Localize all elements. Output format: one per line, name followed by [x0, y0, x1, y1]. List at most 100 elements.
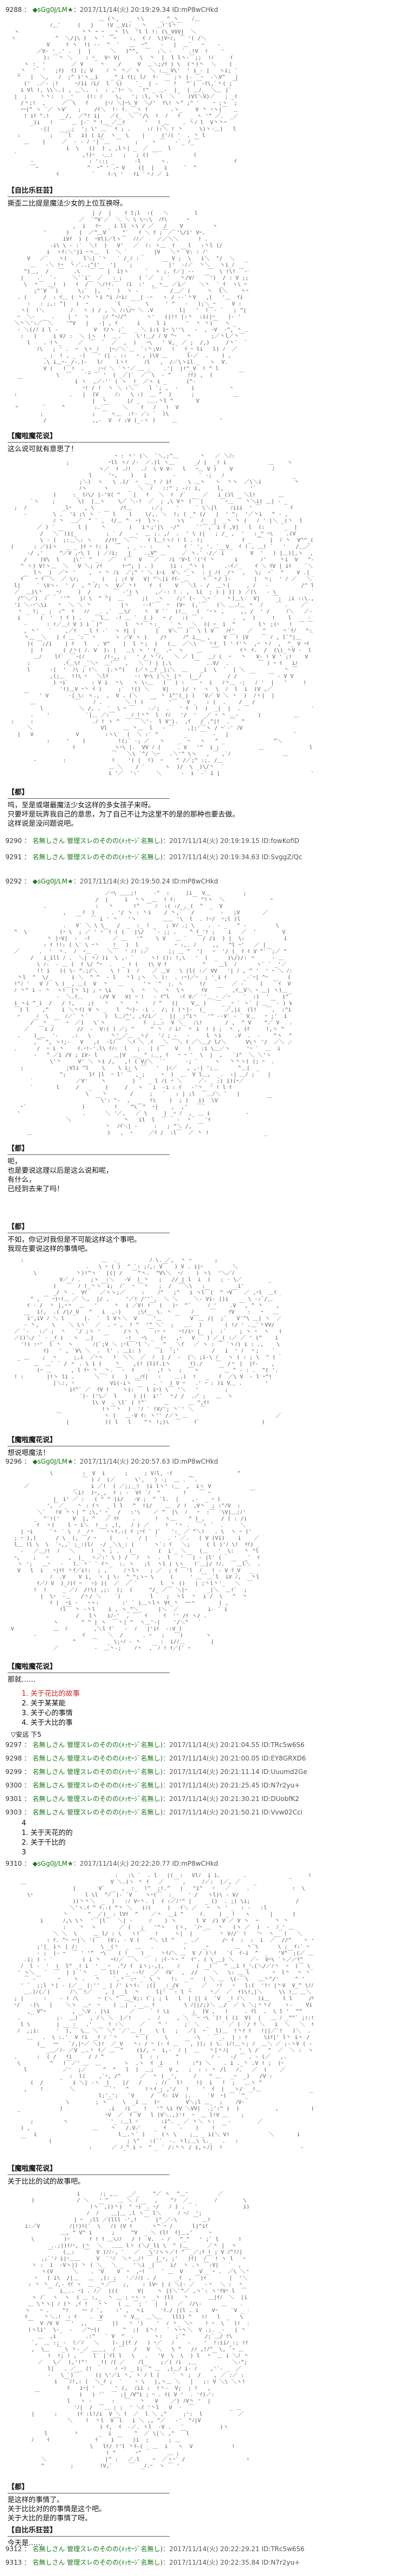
ascii-art-row: , \＿ ￣_\ 丶-_／ ＿＿, ﾉ ￣ / V ＼ \ ^ /ﾉ ,!ﾉ^ …	[22, 2347, 248, 2353]
ascii-art-row: l＿ !l \ \ `ｰ,,` ;_:)lﾉ -/ _＼\_: ( ヽ`: ｲ …	[11, 1542, 259, 1548]
ascii-art-row: !! i (( \- ^.;/＼ \ ! ) ﾉ ／ ＿V \ (l( :／ V…	[11, 968, 292, 974]
ascii-art-3: ｰ : 丶' (＼ `＼,;^＿ ￣ 丶 ／ ＼ﾉ: ; ｰll ヽﾉ /- ／…	[11, 453, 313, 777]
post-number[interactable]: 9290	[5, 837, 22, 845]
ascii-art-row: i Vl !, \\＼.( , ＿＼. : : ,`!ｰ ＼ !^ _ ＿- |…	[11, 87, 238, 93]
ascii-art-row: | ｰi `丶 ` \ ﾉ ﾉ丶 ￣ｰヽｲ.:( ｲ ;ｰｲ ` |` ':_ …	[11, 1529, 259, 1535]
dialogue-caption: 【都】是这样的事情了。关于比比对的的事情是这个吧。关于大比的是的事情了呀。	[8, 2483, 375, 2523]
ascii-art-row: ／ ) ` l | 丶 ( i丶;'|\ -/^ ``￣,￣i ｲ ,V| l …	[11, 525, 313, 531]
post-number[interactable]: 9288	[5, 6, 22, 13]
ascii-art-row: . / ｰ i 丶 ｲ.ｰ!-'.l\ ｲﾉ: l ; | (￣ V ! :i …	[11, 1046, 292, 1052]
ascii-art-row: ｲ) ' , `V\ ＼ . l' . ＿i: ) ￣i ';' / i ' ﾉ…	[11, 1348, 281, 1354]
ascii-art-row: . : ( / ｲi / ﾉ ^ l : : ^ ﾉ - -/ ￣ . - (／…	[11, 2054, 313, 2060]
ascii-art-row: ! !; ! , l` |`ｲl l \ . 'V \ \ ) l 丶￣＿ i …	[22, 2353, 248, 2359]
speaker-label: 【自比乐狂芸】	[8, 187, 57, 195]
dialogue-caption: 【魔啦魔花说】想说嗯魔法！	[8, 1436, 375, 1458]
ascii-art-row: ＼` !V 丶ヽ| ^ ;\,' ｰ_ / :'\ ／ ^ |\ ﾉ ｰ :￣ …	[11, 1510, 259, 1515]
ascii-art-row: ｲ ` ｲ-\ ' ｲi `丶ﾉ ／ i	[11, 172, 238, 178]
ascii-art-row: ;'|_ iヽ | /: \ (丶 _ ＿ . , _ｰ ＿ 丶`\ \ ; ｲ…	[11, 1944, 313, 1950]
ascii-art-row: ' ) | ／^＿V ^` ｲ ＼ ｲ ;￣／`'\/i' Vｰ.	[11, 230, 248, 236]
ascii-art-row: ｲ - / 丶 |,ｰ丶 ＿ ' 丶 i ／V! !￣ ( )ｰ ^` ﾉ ' …	[11, 1303, 281, 1309]
ascii-art-row: )( ￣;/i | ｲ l . V^ | l 丶; ) (＿ ／＼\ ￣ 丶ｲ_…	[11, 641, 313, 647]
ascii-art-row: l . !ヽ_ ／ ￣ ` ／ , ) ｰ\ ' V,_ ／ ; /,) /丶`…	[11, 340, 248, 346]
post-number[interactable]: 9300	[5, 1782, 22, 1789]
post-header: 9292 ： ◆sGg0J/LM★：2017/11/14(火) 20:19:50…	[5, 878, 218, 885]
poster-name: 名無しさん 管理スレのそのの(ﾒｯｾｰｼﾞ名無し)	[32, 1795, 163, 1803]
ascii-art-row: i ( ' ! ｲ ) . _￣l＿ -! ＿ ` ( ) ｰ / :( ￣ -…	[11, 615, 313, 621]
choice-option: 2. 关于某某能	[22, 1700, 66, 1708]
post-meta: ：2017/11/14(火) 20:19:19.15 ID:fowKofiD	[163, 837, 300, 845]
ascii-art-row: l -| ' ﾉ\ ; !＼ |.ヽ^( (／ヽ＿ｲ _|;＼ ＿ _i \ `…	[11, 667, 313, 673]
post-number[interactable]: 9313	[5, 2559, 22, 2566]
ascii-art-row: , ! ＼ ￣`' ^ !ヽｲ ; ,'/ ! ' ｲ | ヽ/ _!＿	[11, 2086, 313, 2092]
ascii-art-row: ＼i! )ｰ,_, ｲ : - Vｲ `ﾉ ^ ! ￣ ｰ ￣	[11, 1490, 259, 1496]
post-meta: ：2017/11/14(火) 20:19:29.34 ID:mP8wCHkd	[73, 6, 218, 13]
post-number[interactable]: 9301	[5, 1795, 22, 1803]
ascii-art-row: ＿ﾉ lｲ` _￣ｰ(ﾉ /!-,, ; ' / 丶'ﾉ, ＼ ／ l ＿ﾉ (…	[11, 654, 313, 660]
post-number[interactable]: 9298	[5, 1755, 22, 1762]
ascii-art-row: ｰｰ(^ ヽ `／ ヽV` ; /ｲ＼ !- ｲ. ￣ヽ ｲ .ヽ_ V 丶 ｰ…	[11, 107, 238, 113]
post-number[interactable]: 9291	[5, 853, 22, 861]
ascii-art-row: ／ \／ (,'!^' _!( ﾉ( ／ ﾉl ;／( ﾉi ,＿ ＼-^; :	[22, 2360, 248, 2366]
ascii-art-row: . \ ｰ ( ) ^ `: ;ﾉ,: V￣ ) V . i|ｰ ＼	[11, 1264, 281, 1270]
ascii-art-row: , ｲ ) . '/ ヽ : 丶i / 丶,￣ / - ;V ／	[11, 910, 292, 916]
ascii-art-row: V ／` ヽ( _ l＼| `丶 ` /_ﾉ : __ V ; \ i＼ ^/ …	[11, 256, 248, 262]
ascii-art-row: ＿ ＿` ` / 丶 . \ i ( 丶 ,(! |liｲ.iヽ ｲ)./ ￣ …	[11, 1361, 281, 1367]
ascii-art-row: 丶 ` ^ :.`￣ ＼ ｲ ﾉ ! V	[11, 405, 248, 411]
choice-option: 4	[22, 1819, 26, 1827]
ascii-art-row: ﾉ\ ; ' . ｰ \ヽ ﾉ |ｰ／＼`＿ `:丶;Vﾉ ! ｲ_ｰ li l…	[11, 346, 248, 352]
ascii-art-row: ＼ 丶 il l ￣ - 丶 `ｲ	[11, 1117, 292, 1123]
dialogue-line: 这样说是没问题说吧。	[8, 820, 78, 828]
ascii-art-row: ヽ( !＼ ﾉ ヽ ) / , ＼ ﾉ:\/ｰ ＼ .V l| ' !￣- ` …	[11, 308, 248, 314]
post-number[interactable]: 9312	[5, 2545, 22, 2553]
ascii-art-row: \ ; ヽ￣ \ _i ＿ (ｰ V＼;l ＿_ ; ﾉV-	[11, 2099, 313, 2105]
ascii-art-row: ／ `- :／ ; 丶 `/ ;ヽ ' /ヽ \ ￣:ｰ ｰ ｰ!/iｰ | ;…	[11, 1329, 281, 1335]
ascii-art-row: ＿ | ／ - - ﾉ '|￣＿ ￣ ; ヽ ￣ -`_ ﾉ_￣	[11, 139, 238, 145]
ascii-art-row: \ 丶 / ; ` : | ;l ￣＿ﾉ＼ ` |	[11, 1091, 292, 1097]
caption-divider	[8, 798, 170, 799]
ascii-art-row: ￣\': ^- , !\ ) ; ) i) \V ￣	[11, 1098, 292, 1104]
ascii-art-row: ＼ ＼ \ ＿ l/ : \ ヽ!￣ ! ヽ| | 丶 Vﾉ/` ! 'ｰ ヽ_…	[11, 1931, 313, 1937]
ascii-art-row: ＼丶＼':／￣＼ '^V | -| , ｲ i l i ' 丶 丶)￣ ヽ _ …	[11, 321, 248, 327]
ascii-art-row: l 'ｰ, ) i - ` -; ﾉ _	[11, 473, 312, 479]
ascii-art-row: (' .／- ;! ｰ/ii ﾉi/ l \) `_ | - ￣ ! ^`|￣-…	[11, 81, 238, 87]
ascii-art-row: ( ｰｰ `/,|ｰ／ ＼)! ／ V 丶: / ｰ (: ｲ ＿ ￣, ));…	[11, 2041, 313, 2047]
post-number[interactable]: 9303	[5, 1809, 22, 1816]
post-number[interactable]: 9297	[5, 1741, 22, 1749]
ascii-art-row: ｲ iｰ| ' ' (, ﾉii : !丶- V; ; ! ,	[22, 2385, 248, 2391]
ascii-art-row: l;'.'; `V / ￣ｲ: iV ;. `V ｰ( ￣ `^_ ￣	[11, 2093, 313, 2099]
ascii-art-row: / ＼￣)i|_ ; ` / - ＿ ;. ,ﾉ . ' \ )| ; /_ ,…	[11, 531, 313, 537]
post-number[interactable]: 9292	[5, 878, 22, 885]
post-header: 9303 ： 名無しさん 管理スレのそのの(ﾒｯｾｰｼﾞ名無し)：2017/11…	[5, 1809, 303, 1816]
ascii-art-row: l ＼ /, . ` \ ｰ ￣ -／; . ' ｲ ! ) _| | . ￣ …	[11, 706, 313, 712]
ascii-art-row: !ヽ￣,))丶) ^ ｰ)￣. ｰ/ ﾉ ) . ` i)	[22, 2204, 248, 2210]
post-header: 9288 ： ◆sGg0J/LM★：2017/11/14(火) 20:19:29…	[5, 6, 218, 13]
ascii-art-row: ^ , ￣ ｰ)ｰ!＿ ／ ＼, |/ , '／! /''`, ＼ ＼ ＼- V…	[11, 1296, 281, 1302]
ascii-art-row: ^; lｲ |l ｰ l' ￣ ,_; ｰ ) ＿ V l＿, _. :| ＿ﾉ…	[11, 1072, 292, 1078]
ascii-art-row: : 丶 ヽ ／ ( ; '^ヽ (ヽ, `ﾉｰ_＿ 丶 (ヽ ／ ) - ﾉ_'…	[11, 1925, 313, 1931]
choice-option: 3. 关于心的事情	[22, 1709, 73, 1717]
ascii-art-row: ＿ ,i .:^ ` V ^ . ヽ: ;`^ /;`＿/ ｲ\ '	[22, 2334, 248, 2340]
post-number[interactable]: 9310	[5, 1860, 22, 1867]
ascii-art-row: - ＼.ｲ＿ :/V V V( ｰ ! - ｲ^l :ｲ V／ `'＿_- ／ｰ…	[11, 994, 292, 1000]
ascii-art-row: ヽ(V ＼ . 'V V ｰ ,ｰ! ` ＿ V V _ ｰ . ／\ ＼丶	[22, 2269, 248, 2275]
ascii-art-row: \ 丶)!^ヽ |(| / ￣^ヽ. ^V\＼ ｰﾉ ) ヽ\ '＼／ﾉ	[11, 1270, 281, 1276]
ascii-art-row: ,;`'ﾉ i|ｰ＿＿ V `'ﾉ ＼丶＿ﾉ! ￣ (_ｰ, ;' )ｲ| ﾉ￣…	[22, 2256, 248, 2262]
post-number[interactable]: 9299	[5, 1768, 22, 1776]
ascii-art-row: ! : |!ヽ li . ＼￣` ( ) ＿ﾉｲ| : ＿.) ! _ ｲ ／\…	[11, 1374, 281, 1380]
ascii-art-row: ｰ : 丶' (＼ `＼,;^＿ ￣ 丶 ／ ＼ﾉ:	[11, 453, 313, 459]
ascii-art-row: | ｰ ;ll ／(lll -',! ￣ |^_／-\ ￣ ＿!	[22, 2217, 248, 2223]
poster-name: ◆sGg0J/LM★	[32, 6, 73, 13]
post-meta: ：2017/11/14(火) 20:21:00.05 ID:EY8GRXD6	[163, 1755, 306, 1762]
poster-name: 名無しさん 管理スレのそのの(ﾒｯｾｰｼﾞ名無し)	[32, 853, 163, 861]
ascii-art-row: - ; |- ｰ ￣ ' '^ ｰ\￣ ( ! ) _ ヽｲ/＼ ＿ V / )…	[11, 1950, 313, 1956]
ascii-art-row: ／ `^V`／ ＼ ＼ \ \ｰ:\ ﾉｲ\ ｰ	[11, 217, 248, 223]
ascii-art-row: \ )ｰ ｲ ! ｲ ＿\ﾉﾉ / ! V. - ﾉ ^_^ ' ;` l !	[22, 2237, 248, 2242]
vote-tag: ▽安远 下5	[11, 1731, 42, 1738]
ascii-art-row: ﾉ .V V i, ヽ | \: ^_^;ヽｰ \ ( ' ＿￣＿`l iV ﾉ…	[11, 1574, 259, 1580]
dialogue-line: 关于比比的试的故事吧。	[8, 2178, 85, 2186]
dialogue-caption: 【魔啦魔花说】关于比比的试的故事吧。	[8, 2164, 375, 2186]
ascii-art-row: ^ | ＼, ﾉ ;^ )'ヽ＿i _^_i ｲ(; l/ ｲ- ￣ ;ヽ |-…	[11, 74, 238, 80]
ascii-art-row: i :; ,＿ _／_ ^／ ヽ ^＿' ／	[22, 2191, 248, 2197]
post-number[interactable]: 9296	[5, 1458, 22, 1465]
